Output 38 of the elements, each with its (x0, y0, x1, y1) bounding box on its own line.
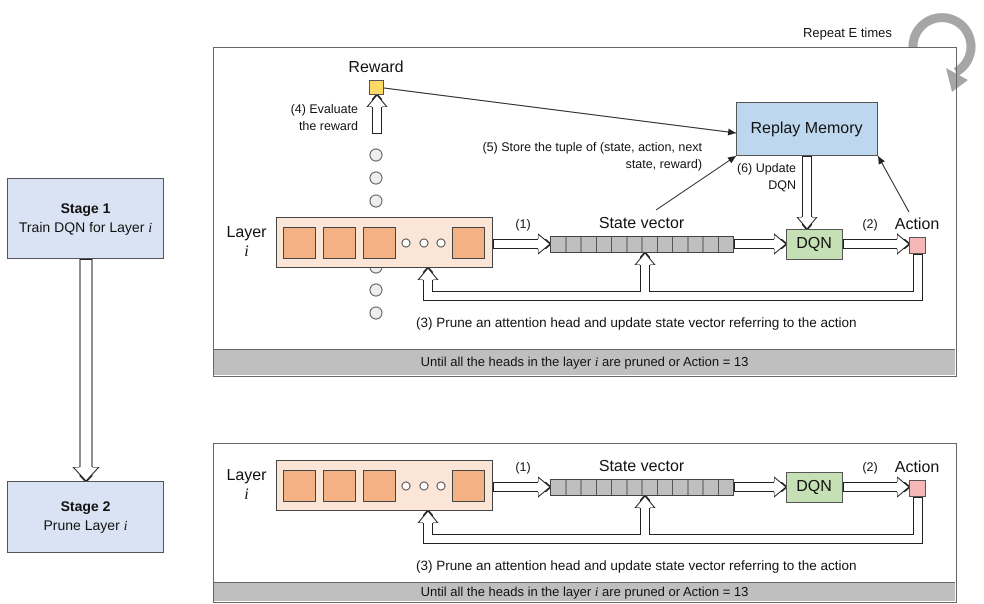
arrow (878, 156, 910, 212)
heading: Layer i (225, 222, 268, 262)
arrow (384, 88, 736, 136)
condition-bar (214, 348, 955, 375)
stage-description: Prune Layer i (43, 516, 128, 536)
dqn-box (786, 228, 842, 260)
stage-title: Stage 2 (60, 497, 110, 516)
label: Until all the heads in the layer i are pruned or Action = 13 (420, 354, 748, 370)
edge-label: (6) Update DQN (736, 160, 796, 194)
stage-box (7, 481, 164, 553)
panel (213, 443, 957, 603)
heading: Action (894, 458, 940, 476)
heading: Layer i (225, 466, 268, 504)
label: DQN (796, 235, 832, 253)
edge-label: (5) Store the tuple of (state, action, next state, reward) (481, 139, 702, 173)
dqn-box (786, 472, 842, 502)
stage-title: Stage 1 (60, 198, 110, 218)
arrow (656, 156, 736, 210)
label: Until all the heads in the layer i are pruned or Action = 13 (420, 584, 748, 600)
stage-box (7, 178, 164, 259)
loop-label: Repeat E times (803, 24, 892, 42)
heading: State vector (598, 214, 684, 232)
heading: State vector (598, 458, 684, 476)
edge-label: (2) (861, 216, 879, 233)
heading: Action (894, 216, 940, 234)
edge-label: (3) Prune an attention head and update state vector referring to the action (416, 557, 857, 575)
panel (213, 47, 957, 377)
edge-label: (2) (861, 459, 879, 476)
stage-description: Train DQN for Layer i (18, 218, 152, 238)
edge-label: (1) (514, 216, 532, 233)
heading: Reward (348, 58, 404, 76)
label: Replay Memory (750, 120, 863, 138)
edge-label: (4) Evaluate the reward (290, 101, 358, 135)
edge-label: (3) Prune an attention head and update state vector referring to the action (416, 314, 857, 332)
condition-bar (214, 582, 955, 601)
replay-memory-box (736, 102, 878, 156)
edge-label: (1) (514, 459, 532, 476)
label: DQN (796, 478, 832, 496)
